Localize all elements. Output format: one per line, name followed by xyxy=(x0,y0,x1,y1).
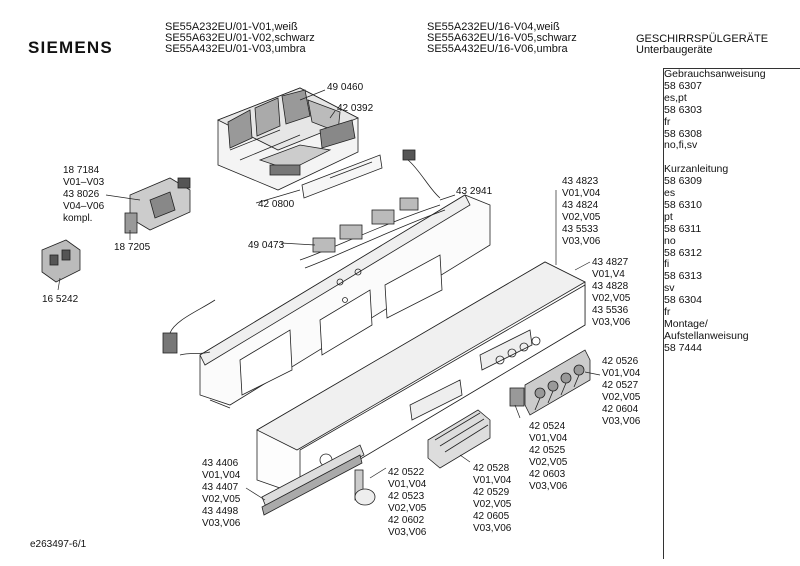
model-left-2: SE55A632EU/01-V02,schwarz xyxy=(165,32,315,44)
part-label-490460: 49 0460 xyxy=(327,82,364,93)
part-label-434406: 43 4406 V01,V04 43 4407 V02,V05 43 4498 … xyxy=(202,458,241,529)
sidebar-line: Kurzanleitung xyxy=(664,163,729,176)
sidebar-line: fi xyxy=(664,258,670,271)
model-right-2: SE55A632EU/16-V05,schwarz xyxy=(427,32,577,44)
control-module xyxy=(217,87,359,191)
button-set xyxy=(524,349,591,416)
model-left-3: SE55A432EU/01-V03,umbra xyxy=(165,43,306,55)
sidebar-line: 58 7444 xyxy=(664,341,702,354)
sidebar-line: es,pt xyxy=(664,91,687,104)
part-label-420392: 42 0392 xyxy=(337,103,374,114)
inner-frame xyxy=(199,194,491,409)
part-label-432941: 43 2941 xyxy=(456,186,493,197)
sidebar-line: 58 6312 xyxy=(664,246,702,259)
sidebar-line: 58 6308 xyxy=(664,127,702,140)
part-label-420526: 42 0526 V01,V04 42 0527 V02,V05 42 0604 … xyxy=(602,356,641,427)
sidebar-line: es xyxy=(664,187,676,199)
sidebar-line: 58 6311 xyxy=(664,222,702,235)
part-label-434827: 43 4827 V01,V4 43 4828 V02,V05 43 5536 V… xyxy=(592,257,631,328)
document-code: e263497-6/1 xyxy=(30,539,87,550)
document-sidebar xyxy=(663,68,800,559)
model-right-1: SE55A232EU/16-V04,weiß xyxy=(427,21,560,33)
category-subtitle: Unterbaugeräte xyxy=(636,44,713,56)
sidebar-line: Montage/ xyxy=(664,317,708,330)
brand-logo: SIEMENS xyxy=(28,38,113,57)
part-label-420524: 42 0524 V01,V04 42 0525 V02,V05 42 0603 … xyxy=(529,421,568,492)
fascia-panel xyxy=(256,261,586,496)
part-label-434823: 43 4823 V01,V04 43 4824 V02,V05 43 5533 … xyxy=(562,176,601,247)
terminal-block xyxy=(41,239,81,283)
part-label-187184: 18 7184 V01–V03 43 8026 V04–V06 kompl. xyxy=(63,165,105,224)
part-label-490473: 49 0473 xyxy=(248,240,285,251)
category-title: GESCHIRRSPÜLGERÄTE xyxy=(636,33,769,45)
part-label-420528: 42 0528 V01,V04 42 0529 V02,V05 42 0605 … xyxy=(473,463,512,534)
sidebar-line: Gebrauchsanweisung xyxy=(664,68,766,80)
sidebar-line: 58 6309 xyxy=(664,175,702,188)
button-holder xyxy=(427,409,491,469)
model-right-3: SE55A432EU/16-V06,umbra xyxy=(427,43,568,55)
sidebar-line: 58 6307 xyxy=(664,79,702,92)
sidebar-line: no xyxy=(664,234,676,247)
part-label-420800: 42 0800 xyxy=(258,199,295,210)
sidebar-line: Aufstellanweisung xyxy=(664,329,749,342)
sidebar-line: 58 6304 xyxy=(664,294,702,307)
sidebar-line: 58 6313 xyxy=(664,270,702,283)
model-left-1: SE55A232EU/01-V01,weiß xyxy=(165,21,298,33)
part-label-187205: 18 7205 xyxy=(114,242,151,253)
sidebar-line: fr xyxy=(664,115,671,128)
sidebar-line: no,fi,sv xyxy=(664,139,698,152)
sidebar-line: 58 6310 xyxy=(664,198,702,211)
sidebar-line: sv xyxy=(664,282,675,295)
sidebar-line: pt xyxy=(664,210,673,223)
door-lock xyxy=(129,177,191,231)
part-label-420522: 42 0522 V01,V04 42 0523 V02,V05 42 0602 … xyxy=(388,467,427,538)
sidebar-line: 58 6303 xyxy=(664,103,702,116)
sidebar-line: fr xyxy=(664,306,671,318)
part-label-165242: 16 5242 xyxy=(42,294,79,305)
